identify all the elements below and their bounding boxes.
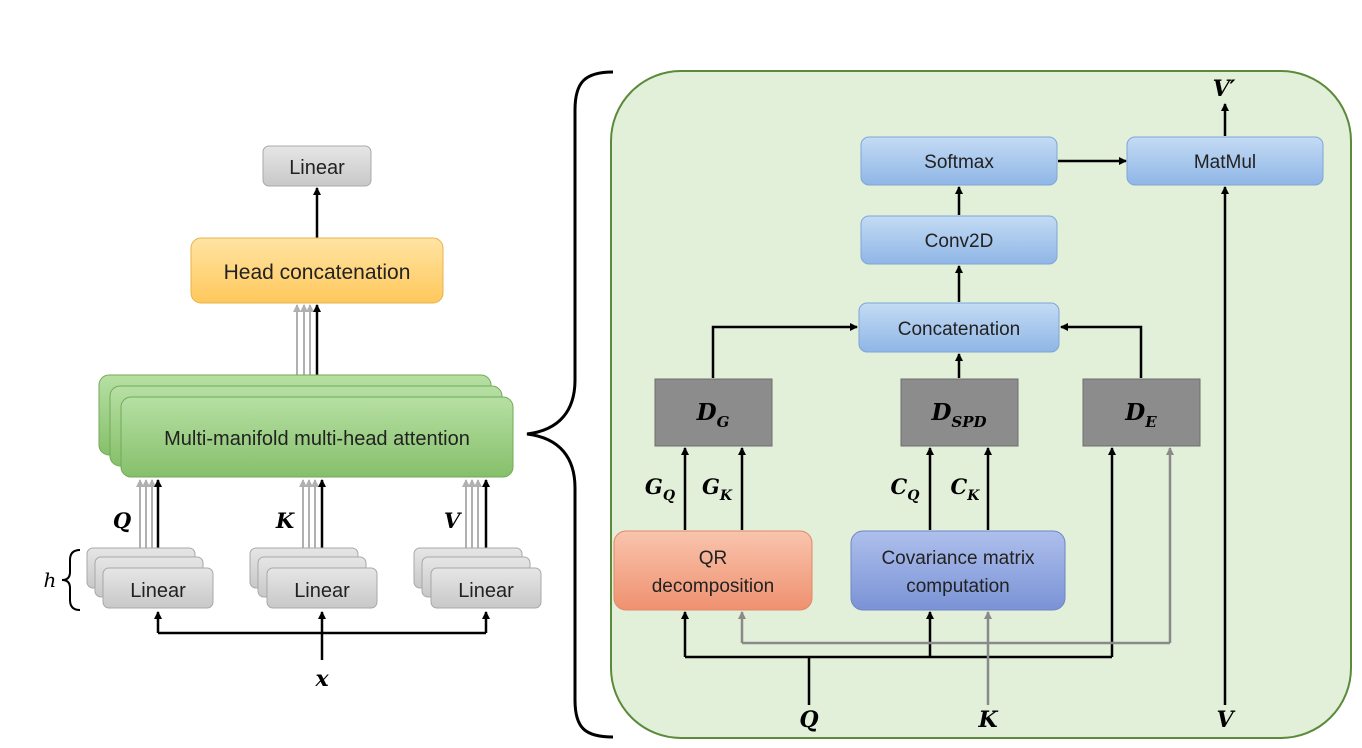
gk-sub: K — [719, 488, 733, 504]
softmax-label: Softmax — [924, 152, 994, 173]
de-main: D — [1124, 399, 1145, 426]
conv2d-box: Conv2D — [860, 215, 1058, 265]
heads-symbol: h — [44, 568, 57, 592]
dspd-label: DSPD — [930, 399, 986, 431]
k-routing — [738, 447, 1174, 705]
ck-label: CK — [951, 474, 981, 504]
left-q-label: Q — [113, 508, 131, 533]
q-routing — [681, 447, 1116, 705]
matmul-label: MatMul — [1194, 152, 1256, 173]
q-input-label: Q — [799, 707, 818, 733]
gk-label: GK — [702, 474, 733, 504]
linear-v-stack: Linear — [413, 547, 542, 609]
linear-q-label: Linear — [130, 580, 186, 602]
covariance-box: Covariance matrix computation — [850, 530, 1066, 611]
mma-label: Multi-manifold multi-head attention — [164, 428, 470, 450]
linear-v-label: Linear — [458, 580, 514, 602]
concatenation-box: Concatenation — [858, 302, 1060, 353]
top-linear-label: Linear — [289, 157, 345, 179]
cov-line2: computation — [906, 576, 1010, 597]
concatenation-label: Concatenation — [898, 319, 1021, 340]
dg-label: DG — [696, 399, 730, 431]
x-input-arrows — [154, 611, 490, 660]
left-k-label: K — [275, 508, 295, 533]
linear-k-stack: Linear — [249, 547, 378, 609]
qr-line1: QR — [699, 548, 728, 569]
cq-main: C — [891, 474, 908, 499]
qr-line2: decomposition — [652, 576, 775, 597]
dg-main: D — [696, 399, 717, 426]
arrow-dg-to-concat — [711, 323, 858, 378]
gq-main: G — [645, 474, 663, 499]
v-prime-label: V′ — [1213, 76, 1236, 102]
de-sub: E — [1144, 413, 1157, 431]
head-concatenation-box: Head concatenation — [190, 237, 444, 304]
ck-sub: K — [966, 488, 980, 504]
top-linear-box: Linear — [262, 145, 372, 187]
arrow-de-to-concat — [1060, 323, 1143, 378]
qr-box: QR decomposition — [613, 530, 813, 611]
ck-main: C — [951, 474, 968, 499]
gq-label: GQ — [645, 474, 675, 504]
left-v-label: V — [444, 508, 463, 533]
dspd-main: D — [930, 399, 951, 426]
dspd-box: DSPD — [900, 378, 1019, 447]
head-concatenation-label: Head concatenation — [224, 261, 411, 284]
de-label: DE — [1124, 399, 1157, 431]
expansion-brace — [526, 70, 614, 739]
de-box: DE — [1082, 378, 1201, 447]
linear-q-stack: Linear — [86, 547, 214, 609]
mma-stack: Multi-manifold multi-head attention — [98, 374, 514, 478]
conv2d-label: Conv2D — [925, 231, 994, 252]
dspd-sub: SPD — [951, 413, 986, 431]
linear-k-label: Linear — [294, 580, 350, 602]
cq-sub: Q — [907, 488, 919, 504]
v-input-label: V — [1216, 707, 1235, 733]
gk-main: G — [702, 474, 720, 499]
k-input-label: K — [977, 707, 998, 733]
dg-sub: G — [717, 413, 730, 431]
heads-brace — [61, 549, 81, 611]
softmax-box: Softmax — [860, 136, 1058, 186]
gq-sub: Q — [663, 488, 675, 504]
dg-box: DG — [654, 378, 773, 447]
cov-line1: Covariance matrix — [881, 548, 1035, 569]
matmul-box: MatMul — [1126, 136, 1324, 186]
cq-label: CQ — [891, 474, 920, 504]
x-label: x — [314, 666, 329, 692]
